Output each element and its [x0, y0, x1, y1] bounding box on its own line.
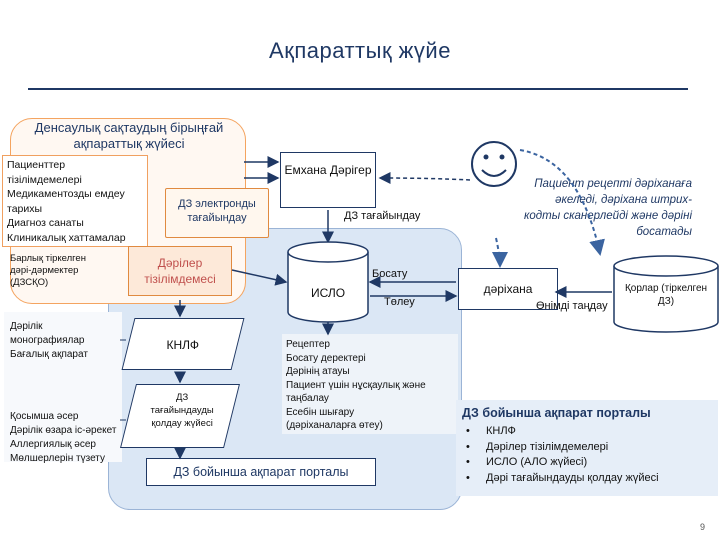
drug-registry-box: Дәрілер тізілімдемесі — [128, 246, 232, 296]
registered-drugs-note: Барлық тіркелген дәрі-дәрмектер (ДЗСҚО) — [10, 253, 120, 289]
islo-database-cylinder — [287, 241, 369, 323]
dz-electronic-prescribing-box: ДЗ электронды тағайындау — [165, 188, 269, 238]
drug-monographs-text: Дәрілік монографиялар Бағалық ақпарат — [10, 320, 120, 362]
patient-data-line: Медикаментозды емдеу — [7, 188, 125, 200]
stock-cylinder — [613, 255, 719, 333]
page-number: 9 — [700, 522, 706, 532]
info-portal-list: КНЛФ Дәрілер тізілімдемелері ИСЛО (АЛО ж… — [462, 424, 714, 486]
patient-process-note: Пациент рецепті дәріханаға әкеледі, дәрі… — [523, 178, 692, 238]
side-effect-line: Қосымша әсер — [10, 411, 79, 422]
dz-prescribe-label: ДЗ тағайындау — [344, 210, 421, 222]
registered-drugs-line: дәрі-дәрмектер — [10, 265, 79, 276]
page-title: Ақпараттық жүйе — [269, 38, 451, 63]
side-effect-line: Мөлшерлерін түзету — [10, 453, 105, 464]
drug-info-line: Бағалық ақпарат — [10, 349, 88, 360]
prescription-data-list: Рецептер Босату деректері Дәрінің атауы … — [282, 334, 458, 434]
pharmacy-box: дәріхана — [458, 268, 558, 310]
islo-label: ИСЛО — [310, 286, 346, 300]
drug-info-panel — [4, 312, 122, 462]
clinic-doctor-box: Емхана Дәрігер — [280, 152, 376, 208]
prescription-data-line: Есебін шығару — [286, 406, 355, 418]
side-effect-line: Аллергиялық әсер — [10, 439, 96, 450]
patient-data-line: Пациенттер — [7, 159, 66, 171]
dispense-label: Босату — [372, 268, 408, 280]
flow-arrows — [120, 149, 612, 460]
patient-data-line: тарихы — [7, 202, 43, 215]
info-portal-item: КНЛФ — [462, 424, 714, 440]
info-portal-title: ДЗ бойынша ақпарат порталы — [462, 406, 651, 420]
registered-drugs-line: (ДЗСҚО) — [10, 277, 49, 288]
info-portal-item: ИСЛО (АЛО жүйесі) — [462, 455, 714, 471]
info-portal-box: ДЗ бойынша ақпарат порталы — [146, 458, 376, 486]
patient-data-line: Клиникалық хаттамалар — [7, 231, 126, 244]
title-divider — [28, 88, 688, 90]
side-effect-line: Дәрілік өзара іс-әрекет — [10, 425, 117, 436]
product-select-label: Өнімді таңдау — [536, 300, 608, 312]
drug-info-line: монографиялар — [10, 335, 85, 346]
payment-label: Төлеу — [384, 296, 415, 308]
registered-drugs-line: Барлық тіркелген — [10, 253, 86, 264]
patient-data-line: Диагноз санаты — [7, 217, 84, 229]
info-portal-item: Дәрі тағайындауды қолдау жүйесі — [462, 471, 714, 487]
region-title: Денсаулық сақтаудың бірыңғай ақпараттық … — [34, 120, 224, 151]
prescription-data-line: (дәріханаларға өтеу) — [286, 420, 383, 431]
prescription-data-line: Дәрінің атауы — [286, 366, 350, 377]
prescription-data-line: Босату деректері — [286, 352, 366, 364]
prescription-data-line: Пациент үшін нұсқаулық және таңбалау — [286, 379, 426, 405]
info-portal-item: Дәрілер тізілімдемелері — [462, 440, 714, 456]
side-effects-text: Қосымша әсер Дәрілік өзара іс-әрекет Алл… — [10, 410, 134, 466]
drug-info-line: Дәрілік — [10, 321, 43, 332]
patient-data-box: Пациенттер тізілімдемелері Медикаментозд… — [2, 155, 148, 247]
patient-smiley-icon — [471, 141, 517, 187]
patient-data-line: тізілімдемелері — [7, 173, 82, 186]
stock-label: Қорлар (тіркелген ДЗ) — [624, 283, 708, 307]
prescription-data-line: Рецептер — [286, 339, 330, 350]
